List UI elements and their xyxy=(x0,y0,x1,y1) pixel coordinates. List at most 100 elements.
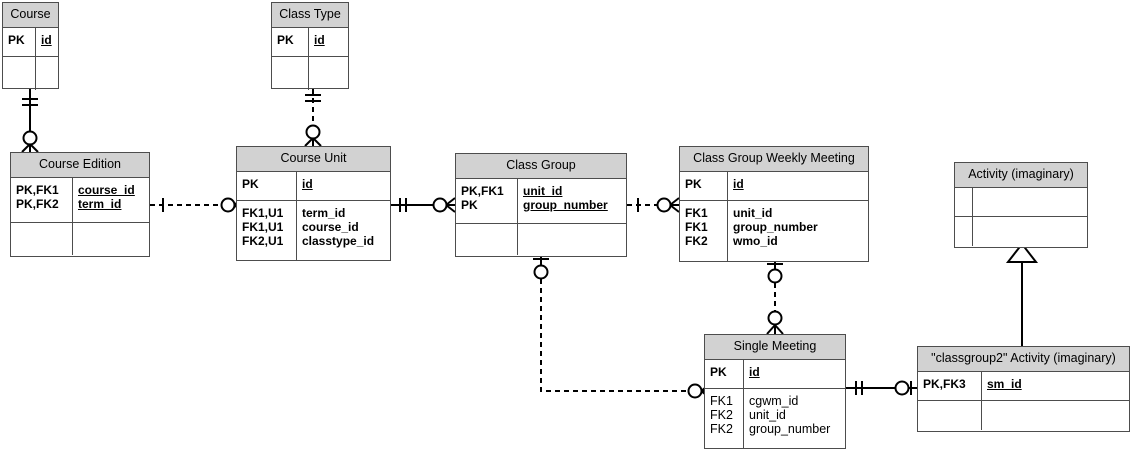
entity-course-unit-pk-key: PK xyxy=(237,171,297,200)
edge-cgwm-to-single-meeting xyxy=(766,262,784,335)
edge-class-group-to-single-meeting xyxy=(533,257,711,399)
entity-activity-imaginary[interactable]: Activity (imaginary) xyxy=(954,162,1088,248)
entity-course-unit-attr-section: FK1,U1 FK1,U1 FK2,U1 term_id course_id c… xyxy=(237,199,390,261)
entity-course-edition-pk-value-1-text: term_id xyxy=(78,196,122,211)
entity-course-edition-pk-value-1: term_id xyxy=(78,197,144,211)
entity-course-unit-pk-value: id xyxy=(297,172,390,200)
entity-class-type-pk-value-text: id xyxy=(314,32,325,47)
entity-course-attr-value xyxy=(36,57,58,90)
entity-single-meeting[interactable]: Single Meeting PK id FK1 FK2 FK2 cgwm_id… xyxy=(704,334,846,449)
entity-single-meeting-attr-keys: FK1 FK2 FK2 xyxy=(705,388,744,449)
entity-classgroup2-pk-value: sm_id xyxy=(982,372,1129,400)
entity-course-pk-value-text: id xyxy=(41,32,52,47)
entity-activity-pk-key xyxy=(955,187,973,216)
entity-single-meeting-attr-key-1: FK2 xyxy=(710,407,733,422)
entity-course-edition-title: Course Edition xyxy=(11,153,149,178)
entity-cgwm-pk-key: PK xyxy=(680,171,728,200)
entity-course-unit-attr-value-0: term_id xyxy=(302,205,346,220)
entity-class-group-attr-value xyxy=(518,224,626,255)
entity-course-pk-section: PK id xyxy=(3,27,58,56)
entity-activity-imaginary-title: Activity (imaginary) xyxy=(955,163,1087,188)
entity-classgroup2-attr-value xyxy=(982,401,1129,430)
entity-course-unit-attr-value-2: classtype_id xyxy=(302,233,375,248)
entity-course-edition[interactable]: Course Edition PK,FK1 PK,FK2 course_id t… xyxy=(10,152,150,257)
entity-single-meeting-pk-section: PK id xyxy=(705,359,845,388)
entity-course-edition-pk-keys: PK,FK1 PK,FK2 xyxy=(11,177,73,222)
edge-class-group-to-cgwm xyxy=(627,197,680,213)
entity-course-edition-pk-section: PK,FK1 PK,FK2 course_id term_id xyxy=(11,177,149,222)
entity-class-group[interactable]: Class Group PK,FK1 PK unit_id group_numb… xyxy=(455,153,627,257)
entity-cgwm-attr-section: FK1 FK1 FK2 unit_id group_number wmo_id xyxy=(680,199,868,261)
entity-cgwm-attr-key-1: FK1 xyxy=(685,219,708,234)
edge-course-edition-to-course-unit xyxy=(150,197,244,213)
entity-activity-attr-section xyxy=(955,215,1087,246)
entity-class-group-weekly-meeting-title: Class Group Weekly Meeting xyxy=(680,147,868,172)
edge-course-to-course-edition xyxy=(21,89,39,153)
entity-cgwm-attr-value-0: unit_id xyxy=(733,205,773,220)
entity-course-unit-attr-values: term_id course_id classtype_id xyxy=(297,201,390,261)
entity-cgwm-attr-key-0: FK1 xyxy=(685,205,708,220)
entity-course-unit-attr-key-2: FK2,U1 xyxy=(242,233,284,248)
entity-class-group-pk-value-1-text: group_number xyxy=(523,197,608,212)
edge-course-unit-to-class-group xyxy=(391,197,456,213)
entity-classgroup2-attr-section xyxy=(918,399,1129,430)
entity-cgwm-attr-value-1: group_number xyxy=(733,219,818,234)
entity-class-group-pk-key-1: PK xyxy=(461,197,478,212)
edge-class-type-to-course-unit xyxy=(304,89,322,147)
entity-single-meeting-title: Single Meeting xyxy=(705,335,845,360)
entity-class-type-title: Class Type xyxy=(272,3,348,28)
entity-class-group-pk-keys: PK,FK1 PK xyxy=(456,178,518,223)
entity-course-unit[interactable]: Course Unit PK id FK1,U1 FK1,U1 FK2,U1 t… xyxy=(236,146,391,261)
entity-class-group-title: Class Group xyxy=(456,154,626,179)
entity-activity-attr-key xyxy=(955,216,973,246)
entity-single-meeting-attr-section: FK1 FK2 FK2 cgwm_id unit_id group_number xyxy=(705,387,845,449)
entity-class-group-pk-value-0-text: unit_id xyxy=(523,183,563,198)
entity-classgroup2-title: "classgroup2" Activity (imaginary) xyxy=(918,347,1129,372)
entity-class-group-pk-section: PK,FK1 PK unit_id group_number xyxy=(456,178,626,223)
entity-cgwm-attr-value-2: wmo_id xyxy=(733,233,778,248)
entity-course-unit-title: Course Unit xyxy=(237,147,390,172)
entity-course-unit-attr-keys: FK1,U1 FK1,U1 FK2,U1 xyxy=(237,200,297,261)
entity-course-edition-pk-key-1: PK,FK2 xyxy=(16,196,59,211)
entity-course-edition-pk-key-0: PK,FK1 xyxy=(16,182,59,197)
entity-class-type-attr-key xyxy=(272,56,309,90)
entity-class-type-attr-section xyxy=(272,55,348,90)
entity-course-unit-pk-value-text: id xyxy=(302,176,313,191)
entity-class-type-pk-key: PK xyxy=(272,27,309,56)
entity-class-type-pk-section: PK id xyxy=(272,27,348,56)
edge-classgroup2-inherits-activity xyxy=(1005,242,1039,346)
entity-course-attr-key xyxy=(3,56,36,90)
entity-class-group-pk-value-0: unit_id xyxy=(523,184,621,198)
entity-class-group-weekly-meeting[interactable]: Class Group Weekly Meeting PK id FK1 FK1… xyxy=(679,146,869,262)
entity-class-group-pk-key-0: PK,FK1 xyxy=(461,183,504,198)
entity-cgwm-attr-key-2: FK2 xyxy=(685,233,708,248)
entity-class-group-attr-section xyxy=(456,222,626,255)
entity-class-type-pk-value: id xyxy=(309,28,348,56)
entity-class-group-pk-values: unit_id group_number xyxy=(518,179,626,223)
entity-course-edition-pk-values: course_id term_id xyxy=(73,178,149,222)
entity-class-type[interactable]: Class Type PK id xyxy=(271,2,349,90)
entity-single-meeting-attr-key-0: FK1 xyxy=(710,393,733,408)
entity-single-meeting-pk-value: id xyxy=(744,360,845,388)
entity-activity-pk-value xyxy=(973,188,1087,216)
entity-course-edition-attr-key xyxy=(11,222,73,255)
entity-classgroup2-activity-imaginary[interactable]: "classgroup2" Activity (imaginary) PK,FK… xyxy=(917,346,1130,432)
entity-classgroup2-pk-value-text: sm_id xyxy=(987,376,1022,391)
entity-course-title: Course xyxy=(3,3,58,28)
entity-activity-pk-section xyxy=(955,187,1087,216)
entity-cgwm-attr-values: unit_id group_number wmo_id xyxy=(728,201,868,261)
entity-course-unit-attr-value-1: course_id xyxy=(302,219,359,234)
entity-single-meeting-attr-value-0: cgwm_id xyxy=(749,393,799,408)
entity-cgwm-pk-section: PK id xyxy=(680,171,868,200)
entity-course[interactable]: Course PK id xyxy=(2,2,59,90)
entity-activity-attr-value xyxy=(973,217,1087,246)
entity-course-attr-section xyxy=(3,55,58,90)
entity-course-unit-attr-key-0: FK1,U1 xyxy=(242,205,284,220)
entity-course-edition-attr-section xyxy=(11,221,149,255)
entity-cgwm-pk-value: id xyxy=(728,172,868,200)
entity-course-pk-value: id xyxy=(36,28,58,56)
entity-single-meeting-attr-values: cgwm_id unit_id group_number xyxy=(744,389,845,449)
entity-class-group-pk-value-1: group_number xyxy=(523,198,621,212)
entity-class-group-attr-key xyxy=(456,223,518,255)
